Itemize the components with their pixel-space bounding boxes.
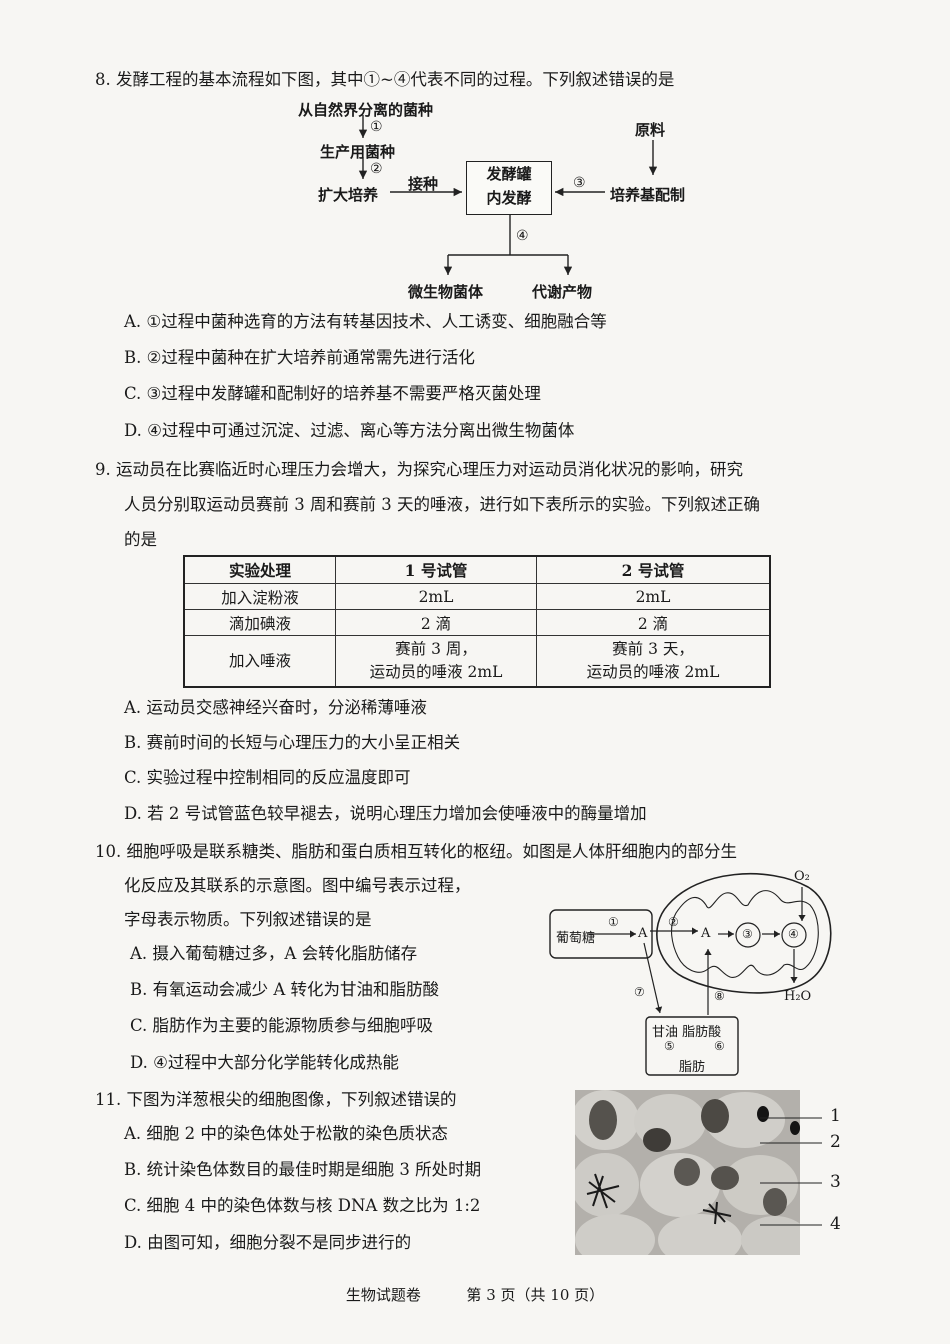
respiration-shapes bbox=[549, 872, 832, 1076]
process-8: ⑧ bbox=[714, 989, 725, 1003]
flow-step4: ④ bbox=[516, 228, 529, 244]
page-footer: 生物试题卷 第 3 页（共 10 页） bbox=[0, 1284, 950, 1305]
flow-biomass: 微生物菌体 bbox=[408, 283, 484, 301]
q11-option-a: A. 细胞 2 中的染色体处于松散的染色质状态 bbox=[124, 1124, 448, 1143]
micrograph-leader-lines bbox=[760, 1117, 822, 1226]
table-header-row: 实验处理 1 号试管 2 号试管 bbox=[183, 555, 771, 584]
table-cell: 2 滴 bbox=[536, 609, 771, 636]
fat-label: 脂肪 bbox=[679, 1060, 706, 1075]
q11-stem: 11. 下图为洋葱根尖的细胞图像，下列叙述错误的 bbox=[95, 1090, 457, 1109]
flowchart-arrows bbox=[358, 115, 658, 275]
table-cell: 2mL bbox=[335, 583, 537, 610]
flow-inoculate: 接种 bbox=[408, 175, 439, 193]
glucose-label: 葡萄糖 bbox=[556, 931, 596, 946]
q11-option-b: B. 统计染色体数目的最佳时期是细胞 3 所处时期 bbox=[124, 1160, 482, 1179]
cell-label-3: 3 bbox=[830, 1172, 841, 1192]
cell-label-4: 4 bbox=[830, 1214, 841, 1234]
q8-stem: 8. 发酵工程的基本流程如下图，其中①~④代表不同的过程。下列叙述错误的是 bbox=[95, 70, 675, 89]
flow-fermentation-tank: 发酵罐 内发酵 bbox=[466, 161, 552, 215]
q10-option-b: B. 有氧运动会减少 A 转化为甘油和脂肪酸 bbox=[130, 980, 440, 999]
q10-stem-line3: 字母表示物质。下列叙述错误的是 bbox=[124, 910, 372, 929]
saliva-2-line1: 赛前 3 天， bbox=[612, 640, 694, 658]
table-header: 实验处理 bbox=[183, 555, 336, 584]
flow-medium: 培养基配制 bbox=[610, 186, 686, 204]
process-5: ⑤ bbox=[664, 1039, 675, 1053]
tank-line2: 内发酵 bbox=[486, 189, 532, 207]
micrograph-cells bbox=[575, 1090, 800, 1255]
table-cell: 赛前 3 天， 运动员的唾液 2mL bbox=[536, 635, 771, 688]
table-cell: 2 滴 bbox=[335, 609, 537, 636]
oxygen-label: O₂ bbox=[794, 869, 810, 884]
saliva-1-line2: 运动员的唾液 2mL bbox=[369, 663, 503, 681]
flow-metabolite: 代谢产物 bbox=[532, 283, 593, 301]
flow-step2: ② bbox=[370, 161, 383, 177]
q10-stem-line2: 化反应及其联系的示意图。图中编号表示过程， bbox=[124, 876, 471, 895]
process-1: ① bbox=[608, 915, 619, 929]
q10-option-a: A. 摄入葡萄糖过多，A 会转化脂肪储存 bbox=[130, 944, 418, 963]
q9-option-a: A. 运动员交感神经兴奋时，分泌稀薄唾液 bbox=[124, 698, 427, 717]
process-3: ③ bbox=[742, 927, 753, 941]
q9-option-c: C. 实验过程中控制相同的反应温度即可 bbox=[124, 768, 411, 787]
q9-stem-line2: 人员分别取运动员赛前 3 周和赛前 3 天的唾液，进行如下表所示的实验。下列叙述… bbox=[124, 495, 760, 514]
glycerol-fatty-acid-label: 甘油 脂肪酸 bbox=[652, 1025, 722, 1040]
q9-stem-line3: 的是 bbox=[124, 530, 157, 549]
tank-line1: 发酵罐 bbox=[486, 165, 532, 183]
table-row: 加入淀粉液 2mL 2mL bbox=[183, 583, 771, 610]
q9-option-b: B. 赛前时间的长短与心理压力的大小呈正相关 bbox=[124, 733, 461, 752]
q10-option-d: D. ④过程中大部分化学能转化成热能 bbox=[130, 1053, 399, 1072]
q9-stem-line1: 9. 运动员在比赛临近时心理压力会增大，为探究心理压力对运动员消化状况的影响，研… bbox=[95, 460, 743, 479]
table-header: 1 号试管 bbox=[335, 555, 537, 584]
flow-source: 从自然界分离的菌种 bbox=[298, 101, 434, 119]
process-4: ④ bbox=[788, 927, 799, 941]
q8-option-d: D. ④过程中可通过沉淀、过滤、离心等方法分离出微生物菌体 bbox=[124, 421, 575, 440]
q11-option-d: D. 由图可知，细胞分裂不是同步进行的 bbox=[124, 1233, 412, 1252]
q10-stem-line1: 10. 细胞呼吸是联系糖类、脂肪和蛋白质相互转化的枢纽。如图是人体肝细胞内的部分… bbox=[95, 842, 737, 861]
footer-page: 第 3 页（共 10 页） bbox=[466, 1286, 605, 1304]
substance-a-cyto: A bbox=[638, 926, 648, 941]
flow-production: 生产用菌种 bbox=[320, 143, 396, 161]
table-cell: 滴加碘液 bbox=[183, 609, 336, 636]
cell-label-2: 2 bbox=[830, 1132, 841, 1152]
q9-experiment-table: 实验处理 1 号试管 2 号试管 加入淀粉液 2mL 2mL 滴加碘液 2 滴 … bbox=[183, 555, 771, 688]
substance-a-mito: A bbox=[701, 926, 711, 941]
flow-raw: 原料 bbox=[635, 121, 666, 139]
table-cell: 加入唾液 bbox=[183, 635, 336, 688]
table-row: 加入唾液 赛前 3 周， 运动员的唾液 2mL 赛前 3 天， 运动员的唾液 2… bbox=[183, 635, 771, 688]
water-label: H₂O bbox=[784, 989, 812, 1004]
flow-step3: ③ bbox=[573, 175, 586, 191]
table-header: 2 号试管 bbox=[536, 555, 771, 584]
q8-option-a: A. ①过程中菌种选育的方法有转基因技术、人工诱变、细胞融合等 bbox=[124, 312, 607, 331]
q11-option-c: C. 细胞 4 中的染色体数与核 DNA 数之比为 1:2 bbox=[124, 1196, 481, 1215]
fermentation-flowchart: 从自然界分离的菌种 ① 生产用菌种 ② 扩大培养 接种 发酵罐 内发酵 原料 ③… bbox=[290, 95, 730, 310]
q9-option-d: D. 若 2 号试管蓝色较早褪去，说明心理压力增加会使唾液中的酶量增加 bbox=[124, 804, 647, 823]
footer-subject: 生物试题卷 bbox=[345, 1286, 421, 1304]
flow-step1: ① bbox=[370, 119, 383, 135]
q8-option-c: C. ③过程中发酵罐和配制好的培养基不需要严格灭菌处理 bbox=[124, 384, 541, 403]
table-cell: 赛前 3 周， 运动员的唾液 2mL bbox=[335, 635, 537, 688]
saliva-2-line2: 运动员的唾液 2mL bbox=[586, 663, 720, 681]
saliva-1-line1: 赛前 3 周， bbox=[395, 640, 477, 658]
process-7: ⑦ bbox=[634, 985, 645, 999]
table-row: 滴加碘液 2 滴 2 滴 bbox=[183, 609, 771, 636]
cell-label-1: 1 bbox=[830, 1106, 841, 1126]
table-cell: 2mL bbox=[536, 583, 771, 610]
flow-expand: 扩大培养 bbox=[318, 186, 379, 204]
process-6: ⑥ bbox=[714, 1039, 725, 1053]
q10-option-c: C. 脂肪作为主要的能源物质参与细胞呼吸 bbox=[130, 1016, 434, 1035]
table-cell: 加入淀粉液 bbox=[183, 583, 336, 610]
process-2: ② bbox=[668, 915, 679, 929]
q8-option-b: B. ②过程中菌种在扩大培养前通常需先进行活化 bbox=[124, 348, 475, 367]
cell-respiration-diagram: 葡萄糖 ① A ② A ③ ④ O₂ H₂O ⑦ ⑧ 甘油 脂肪酸 ⑤ ⑥ 脂肪 bbox=[548, 865, 838, 1080]
